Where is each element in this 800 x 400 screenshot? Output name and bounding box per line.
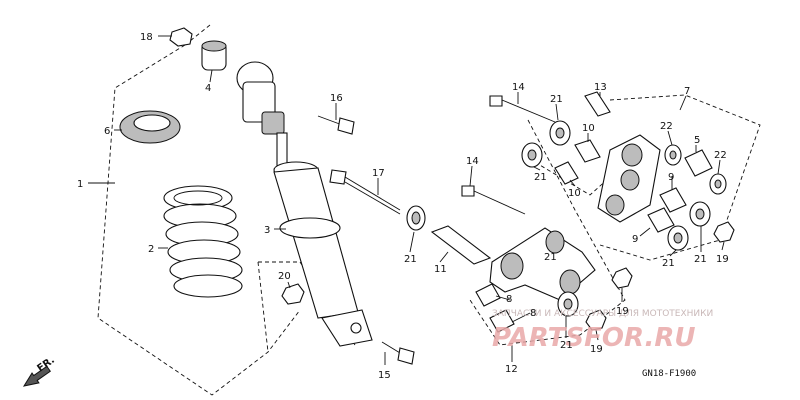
nut-19-a	[611, 267, 633, 289]
callout-18: 18	[140, 32, 153, 43]
collar-13	[584, 91, 611, 117]
collar-5	[684, 149, 713, 177]
watermark-logo: PARTSFOR.RU	[492, 323, 695, 353]
shock-absorber	[236, 61, 373, 347]
washer-21-b	[521, 142, 543, 168]
callout-21-top: 21	[550, 94, 563, 105]
collar-8-b	[489, 309, 515, 333]
callout-21-mid: 21	[534, 172, 547, 183]
diagram-code: GN18-F1900	[642, 369, 696, 379]
watermark-tagline: ЗАПЧАСТИ И АКСЕССУАРЫ ДЛЯ МОТОТЕХНИКИ	[492, 309, 713, 319]
callout-17: 17	[372, 168, 385, 179]
callout-11: 11	[434, 264, 447, 275]
spring	[163, 185, 243, 298]
collar-8-a	[475, 283, 501, 307]
nut-19-b	[585, 309, 607, 331]
cushion-arm-frame	[599, 94, 761, 261]
callout-19-right: 19	[716, 254, 729, 265]
collar-9-a	[659, 187, 687, 213]
callout-8-right: 8	[530, 308, 536, 319]
callout-19-mid: 19	[616, 306, 629, 317]
top-nut	[169, 27, 193, 47]
collar-11	[430, 225, 492, 265]
bushing	[201, 40, 227, 71]
callout-21-bottom: 21	[560, 340, 573, 351]
nut-19-c	[713, 221, 735, 243]
callouts: 18 4 6 1 2 3 16 17 20 15 21 11 14 14 21 …	[77, 32, 729, 381]
callout-1: 1	[77, 179, 83, 190]
callout-20: 20	[278, 271, 291, 282]
fr-arrow-icon	[22, 365, 51, 387]
callout-14-upper: 14	[512, 82, 525, 93]
leader-lines	[88, 35, 725, 365]
collar-10-b	[554, 161, 579, 185]
washer-21-c	[557, 291, 579, 317]
washer-21-a	[549, 120, 571, 146]
bolt-14-upper	[489, 95, 556, 123]
cushion-arm	[597, 134, 661, 223]
callout-10-upper: 10	[582, 123, 595, 134]
callout-8-left: 8	[506, 294, 512, 305]
washer-21-d	[689, 201, 711, 227]
callout-2: 2	[148, 244, 154, 255]
callout-9-upper: 9	[668, 172, 674, 183]
callout-14-lower: 14	[466, 156, 479, 167]
callout-19-bottom: 19	[590, 344, 603, 355]
callout-5: 5	[694, 135, 700, 146]
callout-21-arm: 21	[694, 254, 707, 265]
washer-22-a	[664, 144, 682, 166]
washer-22-b	[709, 173, 727, 195]
callout-16: 16	[330, 93, 343, 104]
washer-21-e	[667, 225, 689, 251]
bolt-16	[317, 115, 355, 135]
callout-12: 12	[505, 364, 518, 375]
callout-15: 15	[378, 370, 391, 381]
washer-21-left	[406, 205, 426, 231]
collar-10-a	[574, 139, 601, 163]
nut-20	[281, 283, 305, 305]
callout-21-link: 21	[544, 252, 557, 263]
bolt-17	[329, 169, 401, 215]
callout-7: 7	[684, 86, 690, 97]
callout-3: 3	[264, 225, 270, 236]
callout-13: 13	[594, 82, 607, 93]
bolt-15	[381, 341, 415, 365]
callout-9-lower: 9	[632, 234, 638, 245]
callout-22-right: 22	[714, 150, 727, 161]
watermark: PARTSFOR.RU ЗАПЧАСТИ И АКСЕССУАРЫ ДЛЯ МО…	[492, 309, 713, 353]
callout-10-lower: 10	[568, 188, 581, 199]
callout-4: 4	[205, 83, 211, 94]
callout-22-left: 22	[660, 121, 673, 132]
spring-seat	[119, 110, 181, 144]
collar-9-b	[647, 207, 675, 233]
bolt-14-lower	[461, 185, 526, 215]
callout-21-arm-lower: 21	[662, 258, 675, 269]
callout-6: 6	[104, 126, 110, 137]
callout-21-left: 21	[404, 254, 417, 265]
cushion-link	[489, 227, 596, 301]
